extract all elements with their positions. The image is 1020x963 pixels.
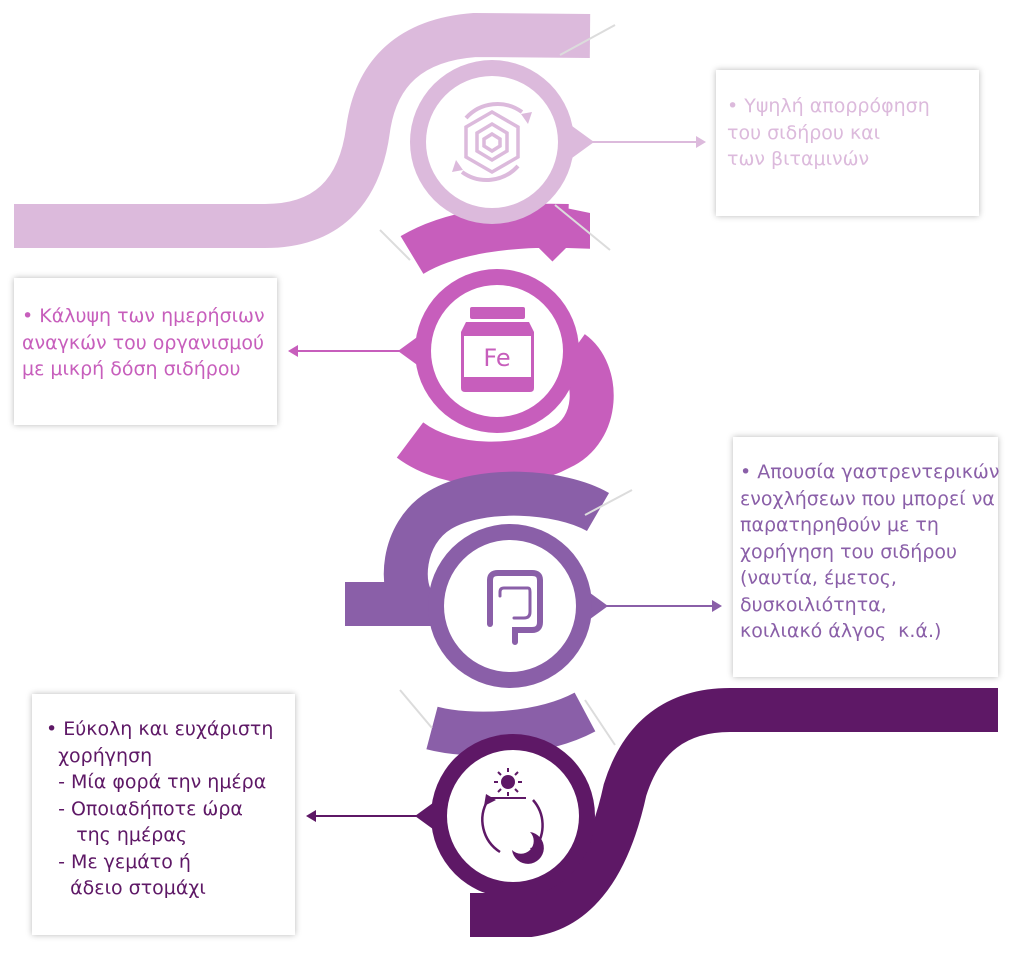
box4-line: - Με γεμάτο ή xyxy=(46,850,191,873)
divider-5 xyxy=(399,689,433,729)
sun-icon xyxy=(490,768,526,799)
box1-line: του σιδήρου και xyxy=(727,121,881,144)
box2-line: • Κάλυψη των ημερήσιων xyxy=(22,305,265,327)
arrow-head-2 xyxy=(288,345,298,357)
divider-6 xyxy=(584,699,616,746)
info-box-absorption: • Υψηλή απορρόφηση του σιδήρου και των β… xyxy=(716,70,979,216)
intestine-icon xyxy=(487,570,543,645)
box3-line: παρατηρηθούν με τη xyxy=(740,514,939,536)
arrow-head-4 xyxy=(306,810,316,822)
box4-line: της ημέρας xyxy=(46,824,188,846)
box3-line: • Απουσία γαστρεντερικών xyxy=(740,461,1000,483)
info-box-gastrointestinal: • Απουσία γαστρεντερικών ενοχλήσεων που … xyxy=(733,437,1000,677)
box4-line: - Οποιαδήποτε ώρα xyxy=(46,797,243,820)
box4-line: άδειο στομάχι xyxy=(46,877,206,899)
box2-line: με μικρή δόση σιδήρου xyxy=(22,358,241,380)
step-4-circle xyxy=(415,734,595,898)
dividers xyxy=(379,24,633,746)
band-magenta xyxy=(400,203,590,275)
box2-line: αναγκών του οργανισμού xyxy=(22,331,265,354)
box4-line: - Μία φορά την ημέρα xyxy=(46,771,267,793)
box3-line: (ναυτία, έμετος, xyxy=(740,567,897,589)
divider-1 xyxy=(559,24,616,56)
band-magenta-lower xyxy=(396,334,614,486)
band-violet-upper xyxy=(345,471,610,626)
box3-line: κοιλιακό άλγος κ.ά.) xyxy=(740,620,942,642)
box1-line: • Υψηλή απορρόφηση xyxy=(727,95,930,117)
step-1-circle xyxy=(410,60,594,224)
info-box-administration: • Εύκολη και ευχάριστη χορήγηση - Μία φο… xyxy=(32,694,295,935)
box3-line: ενοχλήσεων που μπορεί να xyxy=(740,487,995,510)
box4-line: • Εύκολη και ευχάριστη xyxy=(46,718,274,740)
day-night-cycle-icon xyxy=(481,768,544,864)
iron-symbol-label: Fe xyxy=(483,344,510,372)
box1-line: των βιταμινών xyxy=(727,148,870,170)
iron-jar-icon: Fe xyxy=(461,307,534,392)
moon-icon xyxy=(512,832,544,864)
divider-4 xyxy=(584,489,633,516)
connector-bands xyxy=(14,12,998,937)
band-bottom-right xyxy=(470,688,998,937)
box4-line: χορήγηση xyxy=(46,744,153,767)
step-3-circle xyxy=(428,524,608,688)
divider-3 xyxy=(554,204,611,251)
band-top-left xyxy=(14,12,591,248)
divider-2 xyxy=(379,229,411,261)
arrow-head-1 xyxy=(696,136,706,148)
band-violet-lower xyxy=(426,692,596,756)
arrow-head-3 xyxy=(712,600,722,612)
step-2-circle: Fe xyxy=(398,269,579,433)
callout-tail-1 xyxy=(572,126,594,158)
callout-tail-2 xyxy=(398,335,420,367)
info-box-daily-needs: • Κάλυψη των ημερήσιων αναγκών του οργαν… xyxy=(14,278,277,425)
box3-line: χορήγηση του σιδήρου xyxy=(740,540,958,563)
absorption-hexagon-icon xyxy=(452,101,532,183)
box3-line: δυσκοιλιότητα, xyxy=(740,593,887,616)
